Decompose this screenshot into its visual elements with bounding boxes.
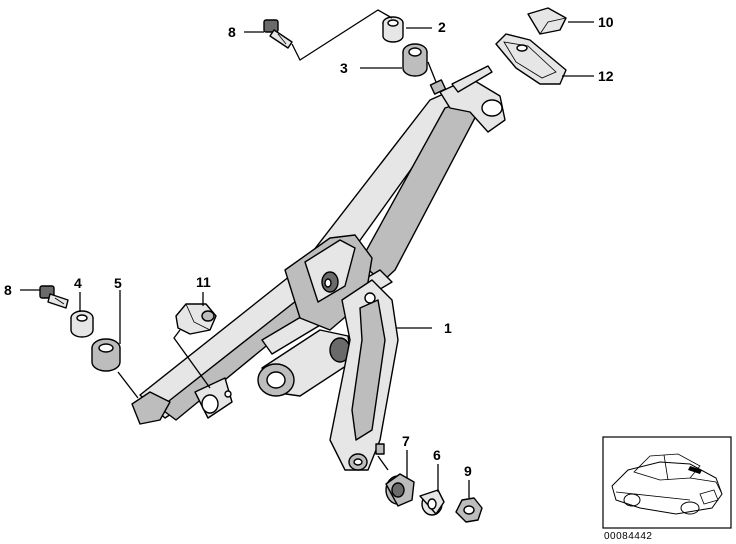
- callout-8-left: 8: [4, 282, 12, 298]
- callout-labels: 8 2 3 10 12 11 8 4 5 1 7 6 9: [4, 14, 614, 479]
- rubber-mount-part-3: [402, 43, 428, 77]
- car-icon: [611, 453, 723, 515]
- callout-3: 3: [340, 60, 348, 76]
- callout-2: 2: [438, 19, 446, 35]
- callout-12: 12: [598, 68, 614, 84]
- bolt-part-8-top: [263, 19, 293, 49]
- callout-6: 6: [433, 447, 441, 463]
- callout-7: 7: [402, 433, 410, 449]
- callout-1: 1: [444, 320, 452, 336]
- callout-5: 5: [114, 275, 122, 291]
- grommet-part-4: [70, 310, 94, 338]
- vehicle-thumbnail: [602, 436, 732, 529]
- callout-9: 9: [464, 463, 472, 479]
- callout-8-top: 8: [228, 24, 236, 40]
- spacer-sleeve-part-6: [419, 489, 445, 516]
- bolt-part-8-left: [39, 285, 69, 309]
- callout-10: 10: [598, 14, 614, 30]
- cap-part-11: [175, 303, 217, 335]
- hex-nut-part-9: [455, 497, 483, 523]
- cap-part-10: [527, 7, 567, 35]
- leader-lines: [20, 9, 594, 498]
- document-number: 00084442: [604, 531, 653, 542]
- callout-4: 4: [74, 275, 82, 291]
- rubber-bushing-part-7: [385, 473, 415, 507]
- wiper-linkage-frame: [131, 65, 506, 471]
- rubber-mount-part-5: [91, 338, 121, 372]
- seal-part-12: [495, 33, 567, 85]
- grommet-part-2: [382, 16, 404, 43]
- callout-11: 11: [196, 274, 211, 290]
